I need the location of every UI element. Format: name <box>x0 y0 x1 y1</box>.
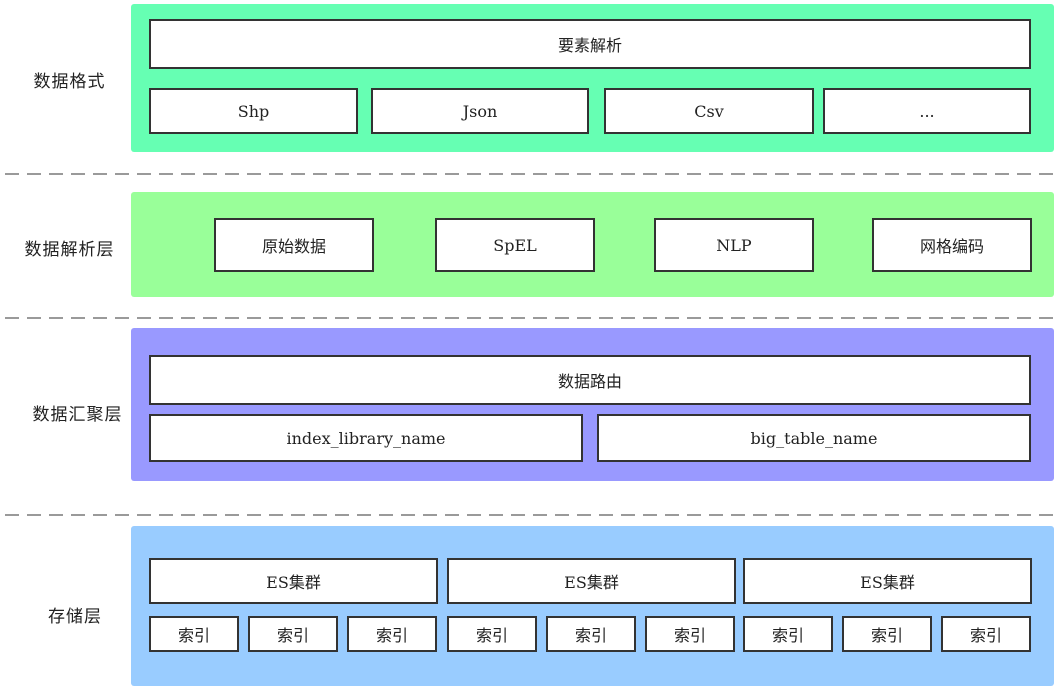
parse-item-box: NLP <box>654 218 814 272</box>
gather-item-box: big_table_name <box>597 414 1031 462</box>
index-box: 索引 <box>347 616 437 652</box>
index-box: 索引 <box>743 616 833 652</box>
gather-header-box: 数据路由 <box>149 355 1031 405</box>
es-cluster-box: ES集群 <box>447 558 736 604</box>
gather-item-box: index_library_name <box>149 414 583 462</box>
format-item-box: Json <box>371 88 589 134</box>
layer-panel-parse: 原始数据 SpEL NLP 网格编码 <box>131 192 1054 297</box>
layer-panel-storage: ES集群 ES集群 ES集群 索引 索引 索引 索引 索引 索引 索引 索引 索… <box>131 526 1054 686</box>
index-box: 索引 <box>447 616 537 652</box>
layer-label-format: 数据格式 <box>33 72 106 92</box>
parse-item-box: 原始数据 <box>214 218 374 272</box>
index-box: 索引 <box>149 616 239 652</box>
layer-label-storage: 存储层 <box>48 607 102 627</box>
index-box: 索引 <box>842 616 932 652</box>
layer-label-parse: 数据解析层 <box>24 240 115 260</box>
index-box: 索引 <box>941 616 1031 652</box>
layer-panel-format: 要素解析 Shp Json Csv ... <box>131 4 1054 152</box>
layer-divider <box>5 173 1053 175</box>
format-header-box: 要素解析 <box>149 19 1031 69</box>
parse-item-box: SpEL <box>435 218 595 272</box>
layer-panel-gather: 数据路由 index_library_name big_table_name <box>131 328 1054 481</box>
es-cluster-box: ES集群 <box>743 558 1032 604</box>
format-item-box: Csv <box>604 88 814 134</box>
index-box: 索引 <box>645 616 735 652</box>
layer-label-gather: 数据汇聚层 <box>32 405 123 425</box>
index-box: 索引 <box>546 616 636 652</box>
layer-divider <box>5 514 1053 516</box>
parse-item-box: 网格编码 <box>872 218 1032 272</box>
index-box: 索引 <box>248 616 338 652</box>
layer-divider <box>5 317 1053 319</box>
format-item-box: ... <box>823 88 1031 134</box>
format-item-box: Shp <box>149 88 358 134</box>
es-cluster-box: ES集群 <box>149 558 438 604</box>
